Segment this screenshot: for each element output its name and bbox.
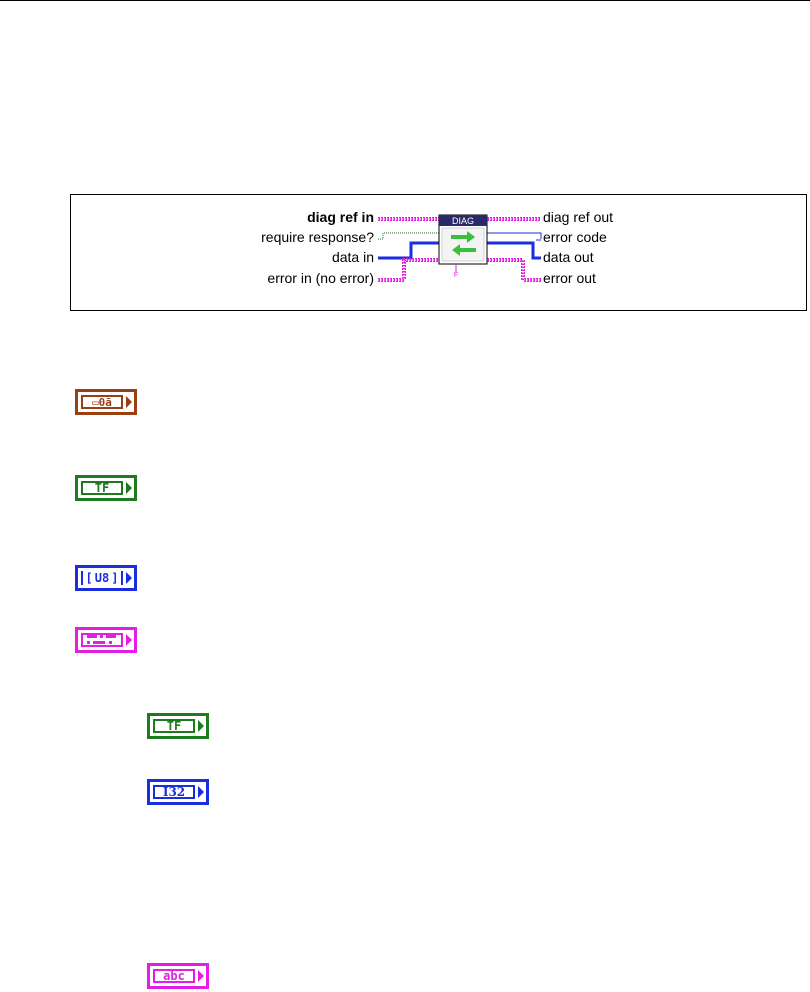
transfer-arrows-icon [451, 231, 476, 256]
boolean-icon-label: TF [153, 719, 195, 733]
refnum-icon-label: ▭0ā [81, 395, 123, 409]
string-icon: abc [147, 963, 209, 989]
output-wires [487, 217, 542, 282]
input-diag-ref-in: diag ref in [307, 209, 374, 225]
i32-icon-label: I32 [153, 785, 195, 799]
boolean-icon: TF [75, 475, 137, 501]
terminal-arrow-icon [126, 482, 132, 494]
string-icon-label: abc [153, 969, 195, 983]
input-wires [378, 217, 439, 282]
cluster-pattern-icon [87, 635, 116, 644]
output-error-code: error code [543, 229, 607, 245]
terminal-arrow-icon [198, 786, 204, 798]
cluster-icon [75, 627, 137, 653]
input-error-in: error in (no error) [267, 270, 374, 286]
cluster-icon-label [81, 633, 123, 647]
i32-icon: I32 [147, 779, 209, 805]
node-title: DIAG [452, 216, 474, 226]
connector-pane-diagram: diag ref in require response? data in er… [70, 194, 807, 311]
node-bottom-tag: F [454, 272, 458, 279]
refnum-icon: ▭0ā [75, 389, 137, 415]
diag-vi-node: DIAG F [438, 214, 488, 279]
boolean-icon-2: TF [147, 713, 209, 739]
input-data-in: data in [332, 249, 374, 265]
terminal-arrow-icon [126, 634, 132, 646]
output-error-out: error out [543, 270, 596, 286]
output-diag-ref-out: diag ref out [543, 209, 613, 225]
header-rule [0, 0, 810, 1]
terminal-arrow-icon [198, 720, 204, 732]
u8-array-icon-label: [U8] [81, 571, 123, 585]
terminal-arrow-icon [198, 970, 204, 982]
connector-pane-svg: diag ref in require response? data in er… [261, 209, 613, 286]
terminal-arrow-icon [126, 396, 132, 408]
boolean-icon-label: TF [81, 481, 123, 495]
u8-array-icon: [U8] [75, 565, 137, 591]
output-data-out: data out [543, 249, 594, 265]
terminal-arrow-icon [126, 572, 132, 584]
input-require-response: require response? [261, 229, 374, 245]
